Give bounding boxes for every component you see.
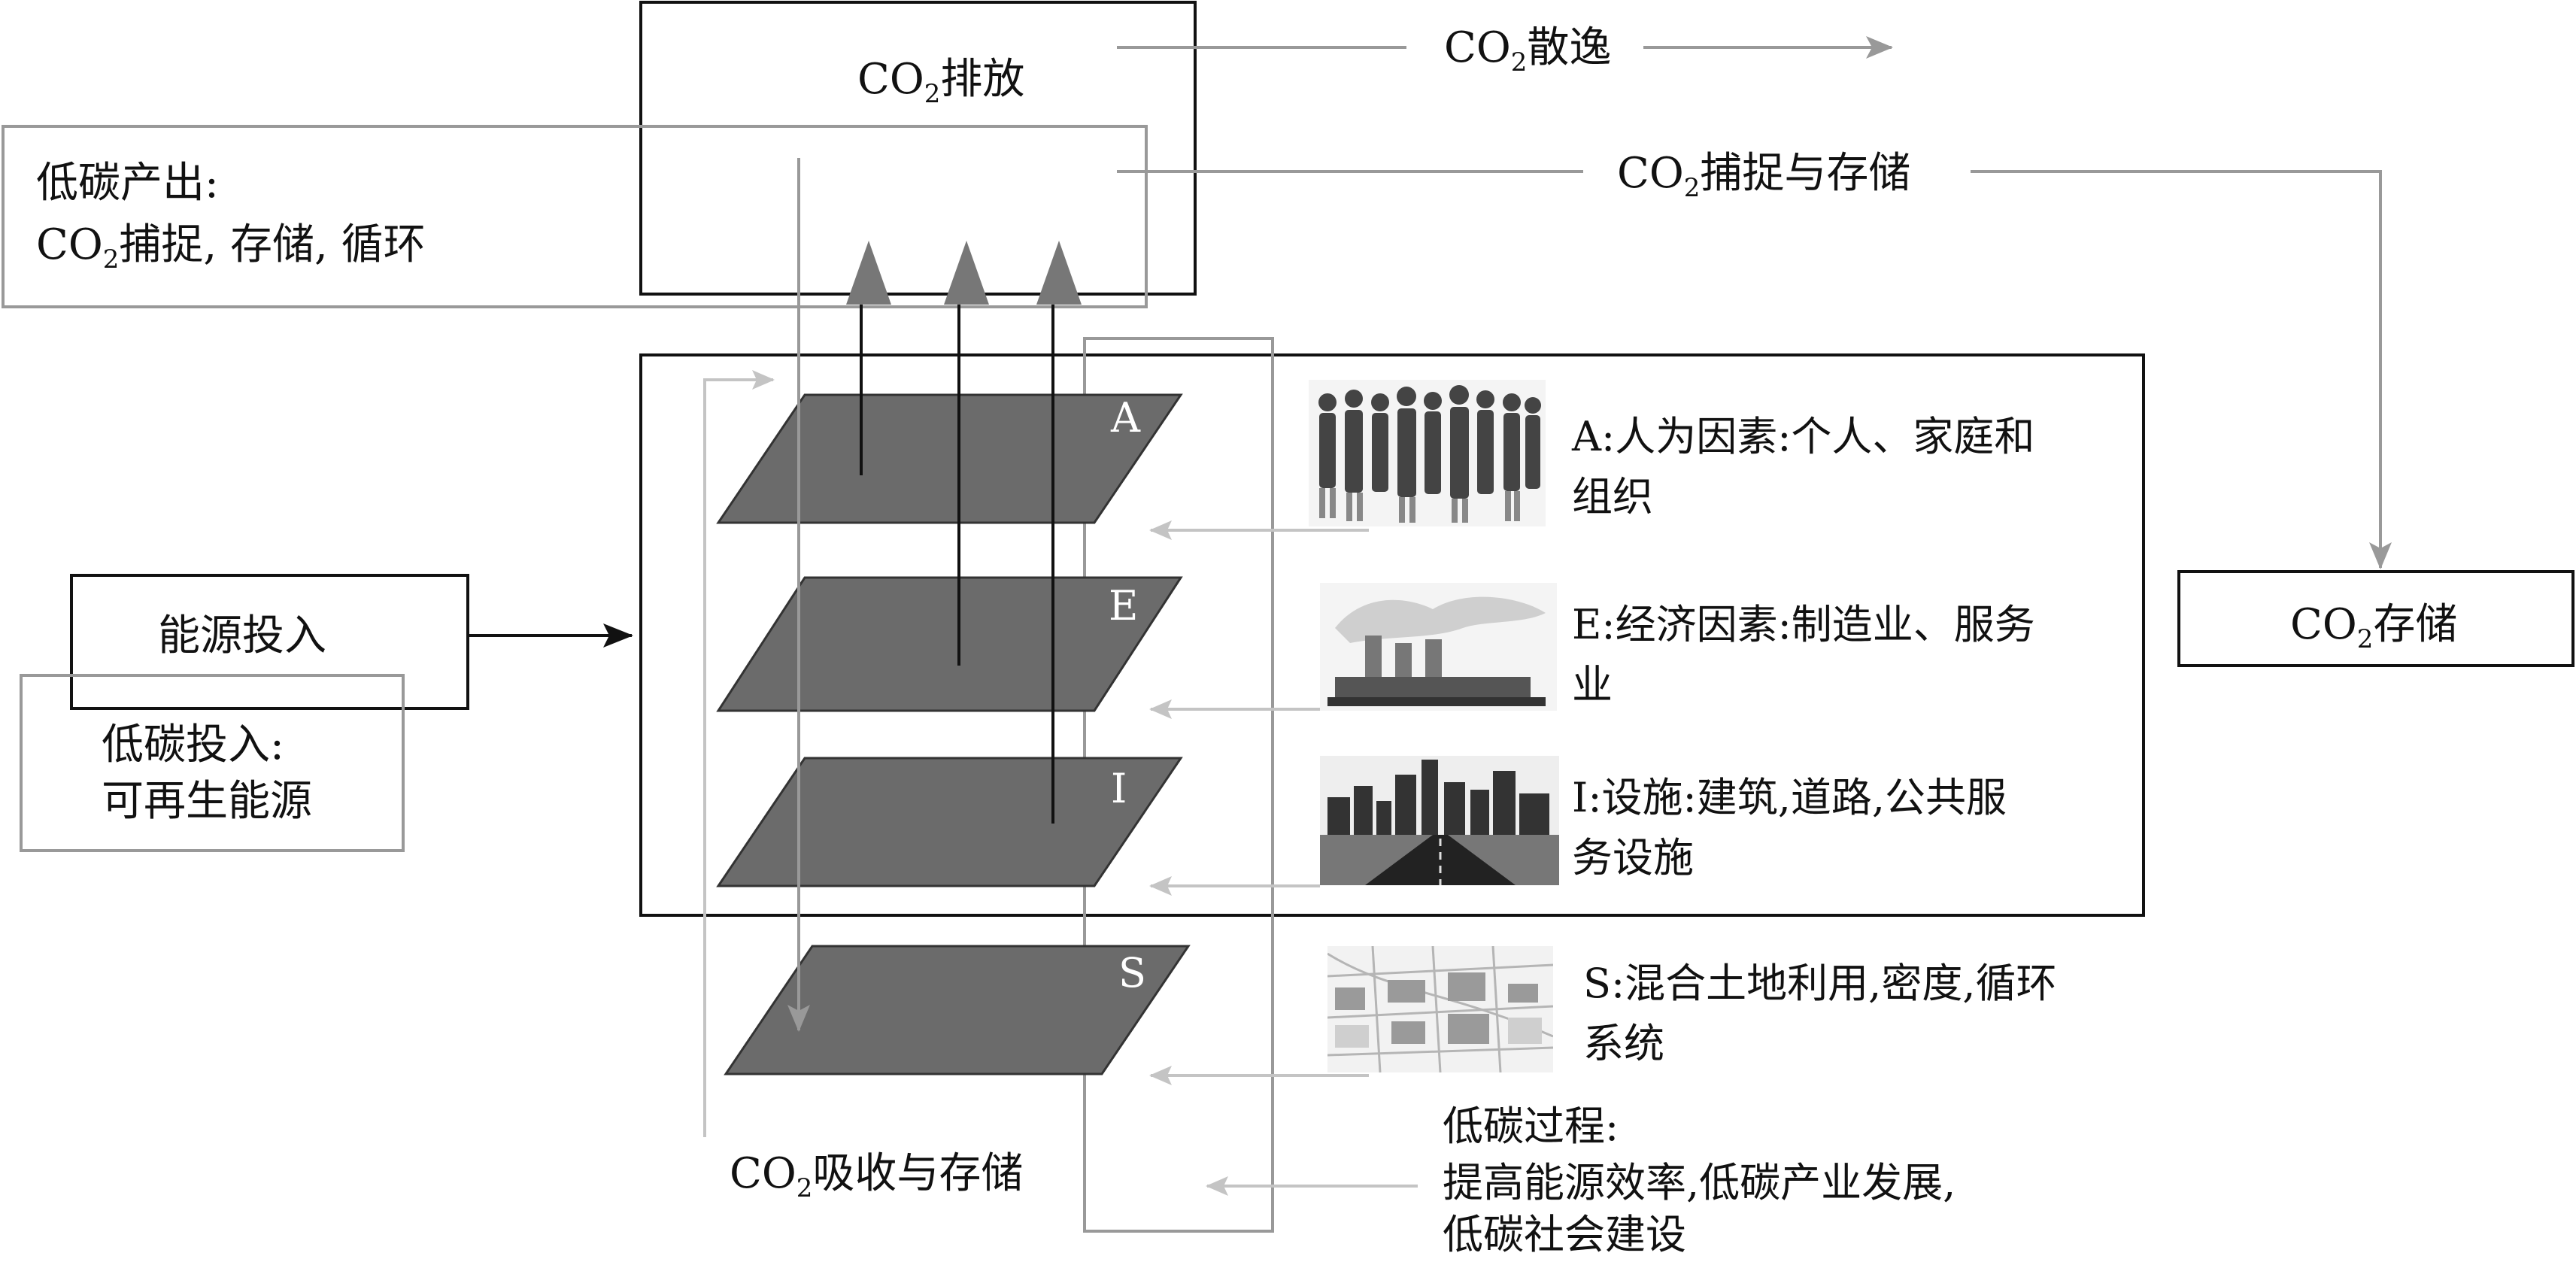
- low-carbon-input-label: 低碳投入:: [102, 720, 284, 769]
- factory-picture: [1320, 583, 1557, 711]
- low-carbon-process-label: 低碳过程:: [1443, 1103, 1619, 1150]
- layer-e-letter: E: [1109, 582, 1139, 629]
- co2-capture-storage-label: CO2捕捉与存储: [1617, 149, 1911, 204]
- people-picture: [1309, 380, 1546, 526]
- low-carbon-input-detail: 可再生能源: [102, 777, 312, 826]
- layer-i-letter: I: [1111, 765, 1127, 812]
- co2-absorb-storage-label: CO2吸收与存储: [730, 1149, 1024, 1204]
- emission-arrowheads: [846, 241, 1082, 305]
- co2-storage-box: [2177, 570, 2574, 667]
- layer-i-desc-line1: I:设施:建筑,道路,公共服: [1572, 774, 2007, 821]
- low-carbon-output-detail: CO2捕捉, 存储, 循环: [36, 220, 426, 275]
- city-system-box: [639, 353, 2145, 917]
- layer-i-desc-line2: 务设施: [1572, 834, 1694, 881]
- low-carbon-process-line3: 低碳社会建设: [1443, 1211, 1686, 1258]
- layer-s-letter: S: [1118, 949, 1146, 997]
- energy-input-label: 能源投入: [158, 611, 326, 660]
- map-picture: [1327, 946, 1553, 1072]
- low-carbon-output-box: [2, 125, 1148, 308]
- layer-s-desc-line1: S:混合土地利用,密度,循环: [1583, 960, 2057, 1007]
- low-carbon-input-box: [20, 674, 405, 852]
- layer-e-desc-line1: E:经济因素:制造业、服务: [1572, 601, 2035, 648]
- layer-a-desc-line1: A:人为因素:个人、家庭和: [1572, 413, 2035, 460]
- city-picture: [1320, 756, 1559, 885]
- co2-storage-label: CO2存储: [2290, 600, 2458, 655]
- layer-e-desc-line2: 业: [1572, 661, 1613, 708]
- co2-emission-box: [639, 1, 1197, 296]
- low-carbon-process-line2: 提高能源效率,低碳产业发展,: [1443, 1159, 1956, 1206]
- low-carbon-output-label: 低碳产出:: [36, 159, 219, 208]
- layer-a-desc-line2: 组织: [1572, 473, 1653, 520]
- co2-escape-label: CO2散逸: [1444, 23, 1612, 78]
- energy-input-box: [70, 574, 469, 710]
- co2-emission-label: CO2排放: [857, 55, 1025, 110]
- layer-s-desc-line2: 系统: [1583, 1020, 1664, 1067]
- layer-planes: [716, 393, 1191, 1075]
- layer-a-letter: A: [1111, 394, 1140, 441]
